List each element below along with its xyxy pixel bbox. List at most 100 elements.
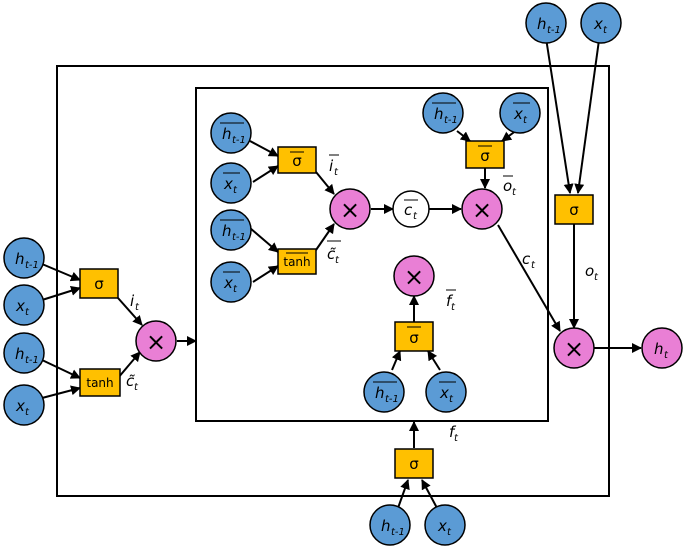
svg-text:x: x [223, 175, 233, 193]
node-h-out: h t [641, 327, 683, 369]
svg-text:×: × [472, 196, 492, 224]
multiply-node-inner-input: × [329, 188, 371, 230]
svg-text:i: i [329, 157, 334, 175]
node-x-left-2: x t [3, 384, 45, 426]
node-x-bottom: x t [424, 504, 466, 546]
label-o-bar-inner: o t [503, 175, 517, 198]
node-x-top: x t [580, 2, 622, 44]
svg-text:×: × [564, 335, 584, 363]
svg-text:t-1: t-1 [547, 25, 561, 36]
svg-text:σ: σ [480, 147, 490, 165]
node-x-bar-inner-2: x t [210, 261, 252, 303]
svg-text:i: i [130, 292, 135, 310]
edges [41, 37, 642, 509]
node-h-prev-left-2: h t-1 [3, 332, 45, 374]
svg-text:t: t [454, 433, 459, 444]
label-i-bar-inner: i t [329, 154, 339, 178]
label-o-right: o t [585, 262, 599, 283]
svg-text:tanh: tanh [86, 376, 113, 390]
multiply-node-inner-forget: × [393, 255, 435, 297]
svg-text:t: t [135, 302, 140, 313]
svg-text:σ: σ [292, 152, 302, 170]
svg-text:x: x [439, 384, 449, 402]
node-x-bar-inner-forget: x t [425, 371, 467, 413]
label-c-tilde-bar-inner: c̃ t [327, 240, 341, 266]
svg-text:t: t [523, 115, 528, 126]
svg-text:t: t [413, 211, 418, 222]
svg-text:t-1: t-1 [232, 232, 246, 243]
sigma-gate-bottom: σ [394, 448, 434, 479]
svg-text:t: t [134, 382, 139, 393]
svg-text:c̃: c̃ [327, 245, 336, 263]
label-c-tilde-left: c̃ t [126, 372, 139, 393]
svg-text:t: t [25, 307, 30, 318]
sigma-gate-left: σ [79, 268, 119, 299]
node-h-prev-bar-inner-1: h t-1 [210, 112, 252, 154]
node-h-prev-bar-inner-forget: h t-1 [363, 371, 405, 413]
node-x-left-1: x t [3, 284, 45, 326]
sigma-bar-gate-inner-output: σ [465, 140, 505, 169]
sigma-bar-gate-inner-forget: σ [394, 321, 434, 352]
svg-text:f: f [446, 292, 454, 310]
svg-text:t-1: t-1 [232, 135, 246, 146]
svg-text:σ: σ [409, 329, 419, 347]
svg-text:x: x [15, 297, 25, 315]
svg-text:t: t [233, 185, 238, 196]
svg-text:×: × [404, 263, 424, 291]
inner-frame [195, 87, 549, 422]
svg-text:t-1: t-1 [444, 115, 458, 126]
svg-text:t-1: t-1 [385, 394, 399, 405]
sigma-bar-gate-inner-input: σ [277, 146, 317, 174]
svg-text:t: t [334, 167, 339, 178]
sigma-gate-right: σ [554, 194, 594, 225]
tanh-gate-left: tanh [79, 368, 121, 397]
svg-text:h: h [222, 222, 232, 240]
node-x-bar-inner-1: x t [210, 162, 252, 204]
svg-text:t: t [25, 407, 30, 418]
svg-text:t: t [512, 187, 517, 198]
svg-text:×: × [146, 328, 166, 356]
svg-text:tanh: tanh [283, 255, 310, 269]
outer-frame [56, 65, 610, 497]
svg-text:h: h [381, 517, 391, 535]
node-h-prev-left-1: h t-1 [3, 237, 45, 279]
svg-text:σ: σ [409, 455, 419, 473]
svg-text:t: t [449, 394, 454, 405]
svg-text:t: t [603, 25, 608, 36]
svg-text:t: t [451, 302, 456, 313]
node-h-prev-bottom: h t-1 [369, 504, 411, 546]
svg-text:t: t [594, 272, 599, 283]
multiply-node-right: × [553, 327, 595, 369]
svg-text:c: c [522, 250, 531, 268]
label-f-bar-inner: f t [446, 289, 456, 313]
svg-text:o: o [585, 262, 594, 280]
svg-text:x: x [437, 517, 447, 535]
node-h-prev-bar-inner-top: h t-1 [422, 92, 464, 134]
svg-text:t: t [335, 255, 340, 266]
cell-state-bar-node: c t [392, 190, 430, 228]
multiply-node-inner-output: × [461, 188, 503, 230]
svg-text:x: x [15, 397, 25, 415]
svg-text:t: t [531, 260, 536, 271]
svg-text:c̃: c̃ [126, 372, 135, 390]
svg-text:h: h [375, 384, 385, 402]
svg-text:×: × [340, 196, 360, 224]
svg-text:σ: σ [94, 275, 104, 293]
svg-text:h: h [434, 105, 444, 123]
multiply-node-left: × [135, 320, 177, 362]
svg-text:h: h [654, 340, 664, 358]
node-h-prev-top: h t-1 [525, 2, 567, 44]
label-f-bottom: f t [449, 423, 459, 444]
svg-text:x: x [593, 15, 603, 33]
svg-text:σ: σ [569, 201, 579, 219]
svg-text:t: t [233, 284, 238, 295]
svg-text:x: x [513, 105, 523, 123]
svg-text:h: h [15, 250, 25, 268]
svg-text:f: f [449, 423, 457, 441]
svg-text:t: t [664, 350, 669, 361]
svg-text:h: h [222, 125, 232, 143]
node-x-bar-inner-top: x t [499, 92, 541, 134]
svg-text:c: c [404, 201, 413, 219]
svg-text:t-1: t-1 [25, 260, 39, 271]
